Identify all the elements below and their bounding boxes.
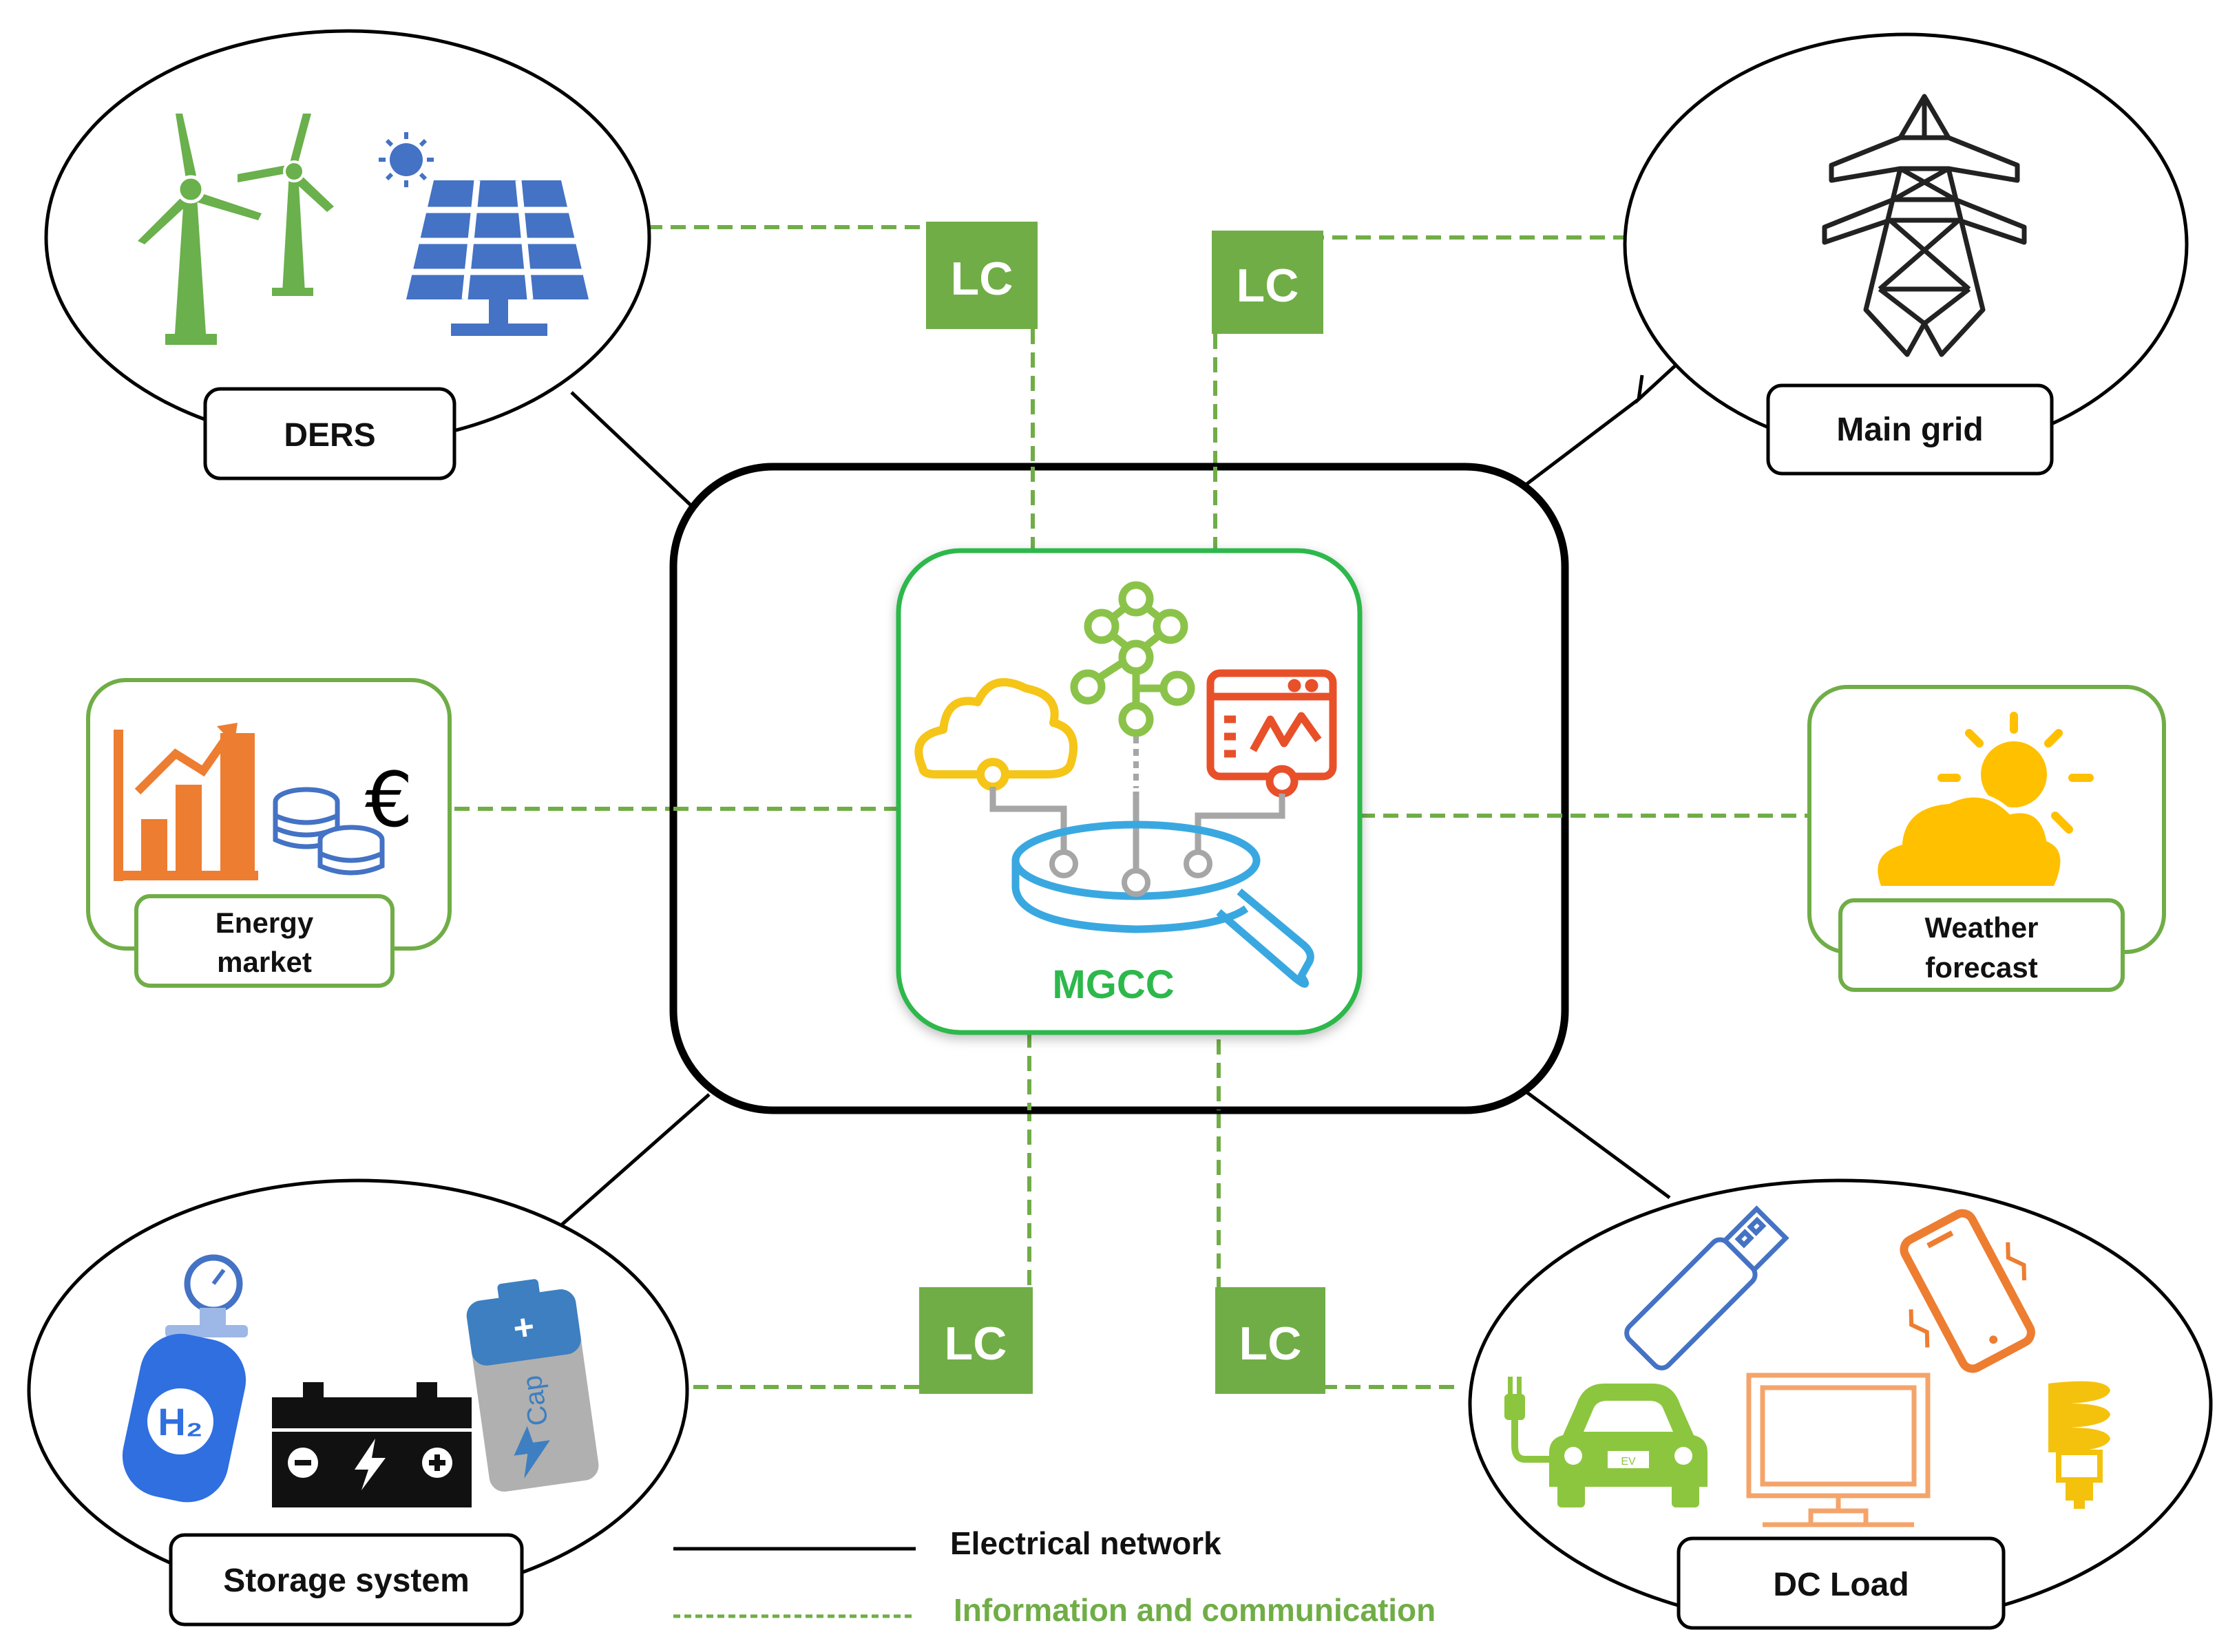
legend-electrical-label: Electrical network — [950, 1525, 1221, 1561]
main-grid-label: Main grid — [1836, 412, 1983, 448]
legend: Electrical network Information and commu… — [673, 1525, 1436, 1628]
ev-label: EV — [1621, 1456, 1636, 1468]
electrical-line-main-grid — [1524, 360, 1681, 487]
dc-load-label-box — [1677, 1536, 2006, 1630]
h2-label: H₂ — [158, 1400, 202, 1443]
storage-system-label-box — [169, 1533, 524, 1627]
mgcc-node: MGCC — [896, 548, 1363, 1035]
lc-bottom-left: LC — [919, 1287, 1033, 1394]
cap-battery-icon: + Cap — [466, 1279, 599, 1492]
electrical-line-dc-load — [1524, 1089, 1671, 1200]
dc-load-label: DC Load — [1773, 1567, 1909, 1603]
smartphone-icon — [1900, 1209, 2035, 1373]
storage-system-label: Storage system — [223, 1563, 470, 1599]
monitor-chart-icon — [1206, 669, 1337, 798]
energy-market-node: € Energy market — [86, 678, 452, 988]
storage-system-node: H₂ + Cap Storage system — [27, 1178, 689, 1627]
ders-label-box — [203, 387, 456, 480]
energy-market-label-line2: market — [217, 946, 312, 978]
lc-bottom-left-label: LC — [945, 1317, 1007, 1370]
solar-panel-icon — [406, 180, 589, 336]
dc-load-node: EV DC Load — [1468, 1178, 2213, 1630]
energy-market-label-box — [134, 894, 395, 988]
network-tree-icon — [1070, 581, 1195, 737]
weather-forecast-label-line1: Weather — [1925, 911, 2039, 944]
lc-bottom-right-label: LC — [1239, 1317, 1302, 1370]
lc-bottom-right: LC — [1215, 1287, 1325, 1394]
main-grid-label-box — [1766, 383, 2054, 476]
sun-cloud-icon — [1873, 712, 2094, 890]
usb-drive-icon — [1624, 1205, 1789, 1370]
cfl-bulb-icon — [2048, 1381, 2110, 1509]
sun-icon — [379, 132, 434, 187]
weather-forecast-node: Weather forecast — [1807, 685, 2166, 992]
lc-top-right: LC — [1212, 231, 1323, 334]
ders-node: DERS — [44, 29, 651, 480]
transmission-tower-icon — [1822, 94, 2027, 357]
energy-market-label-line1: Energy — [216, 907, 314, 939]
car-battery-icon — [272, 1382, 472, 1507]
mgcc-label: MGCC — [1052, 962, 1174, 1007]
electrical-network-lines — [560, 360, 1681, 1227]
ders-label: DERS — [284, 417, 375, 454]
main-grid-node: Main grid — [1623, 32, 2189, 476]
euro-symbol: € — [365, 756, 413, 844]
lc-top-right-label: LC — [1237, 260, 1299, 312]
lc-top-left: LC — [926, 222, 1038, 329]
bar-chart-icon — [114, 723, 258, 881]
electric-car-icon: EV — [1504, 1377, 1708, 1507]
weather-forecast-label-box — [1838, 898, 2125, 992]
legend-information-label: Information and communication — [954, 1592, 1436, 1628]
cap-label: Cap — [517, 1373, 554, 1428]
coins-icon — [273, 787, 385, 876]
wind-turbine-icon — [138, 114, 334, 345]
weather-forecast-label-line2: forecast — [1925, 951, 2037, 984]
electrical-line-storage — [560, 1093, 711, 1227]
electrical-line-ders — [570, 391, 700, 514]
tv-monitor-icon — [1746, 1373, 1931, 1527]
lc-top-left-label: LC — [951, 253, 1013, 305]
hydrogen-tank-icon: H₂ — [122, 1254, 248, 1503]
